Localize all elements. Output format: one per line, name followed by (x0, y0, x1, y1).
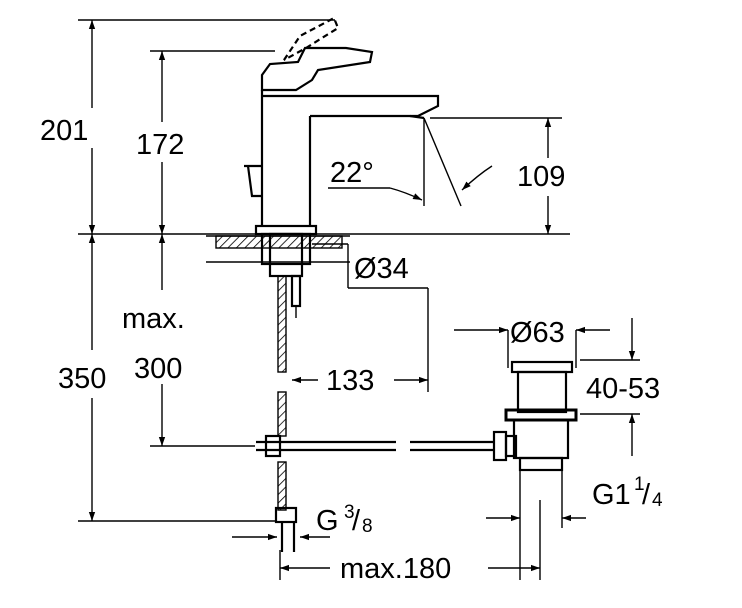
label-reach: 133 (326, 365, 374, 397)
faucet-body (244, 16, 440, 236)
connection-numerator: 3 (344, 502, 355, 523)
connection-denominator: 8 (362, 516, 373, 537)
label-hole-diameter: Ø34 (354, 253, 409, 285)
label-angle: 22° (330, 157, 374, 189)
countertop (206, 232, 350, 278)
waste-thread-numerator: 1 (634, 474, 645, 495)
dimension-line-40-53 (580, 318, 640, 456)
pull-rod (256, 434, 494, 458)
waste-set (492, 360, 578, 472)
label-total-height: 201 (40, 115, 88, 147)
waste-thread-main: G1 (592, 479, 631, 511)
label-max-width: max.180 (340, 553, 451, 585)
label-connection: G 3 / 8 (316, 502, 373, 537)
label-waste-diameter: Ø63 (510, 317, 565, 349)
dimension-line-waste-thread (486, 470, 586, 580)
label-max-depth: 300 (134, 353, 182, 385)
svg-text:/: / (642, 479, 651, 511)
waste-thread-denominator: 4 (652, 490, 663, 511)
label-waste-range: 40-53 (586, 373, 660, 405)
dimension-line-180 (279, 500, 541, 580)
label-below-height: 350 (58, 363, 106, 395)
svg-text:/: / (352, 505, 361, 537)
angle-indicator (328, 117, 493, 207)
label-spout-max-height: 172 (136, 129, 184, 161)
label-max: max. (122, 303, 185, 335)
label-waste-thread: G1 1 / 4 (592, 474, 663, 511)
dimension-labels: 201 172 22° 109 Ø34 max. 300 350 133 Ø63… (40, 115, 663, 585)
label-spout-height: 109 (517, 161, 565, 193)
dimension-line-63 (454, 326, 610, 368)
supply-hoses (274, 274, 302, 552)
connection-main: G (316, 505, 339, 537)
